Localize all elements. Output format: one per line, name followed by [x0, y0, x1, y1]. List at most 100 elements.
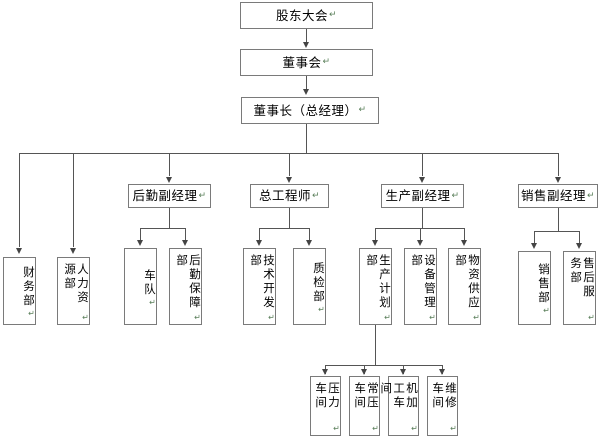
node-material-supply-dept[interactable]: 物资供应部 ↵ [448, 248, 481, 325]
connector-bus-to-chief-engineer [289, 153, 290, 176]
sales-sub-bus [534, 231, 579, 232]
pilcrow-icon: ↵ [587, 312, 596, 325]
node-label: 董事会 [282, 54, 322, 70]
pilcrow-icon: ↵ [198, 190, 207, 201]
node-pressure-workshop[interactable]: 压力车间↵ [310, 376, 341, 436]
node-label: 设备管理部 [410, 254, 437, 310]
engineer-sub-bus [259, 228, 310, 229]
connector-logistics-stem [169, 208, 170, 228]
pilcrow-icon: ↵ [332, 423, 341, 436]
node-after-sales-service-dept[interactable]: 售后服务部 ↵ [563, 251, 596, 325]
pilcrow-icon: ↵ [542, 306, 551, 318]
arrow-head-icon [306, 240, 312, 246]
node-logistics-deputy-manager[interactable]: 后勤副经理↵ [128, 184, 211, 208]
arrow-head-icon [303, 89, 309, 95]
node-normal-pressure-workshop[interactable]: 常压车间↵ [349, 376, 380, 436]
node-chief-engineer[interactable]: 总工程师↵ [250, 184, 329, 208]
connector-engineer-to-tech [259, 228, 260, 240]
arrow-head-icon [400, 369, 406, 375]
node-label: 后勤保障部 [175, 254, 202, 310]
pilcrow-icon: ↵ [371, 423, 380, 436]
connector-logistics-to-support [185, 228, 186, 240]
pilcrow-icon: ↵ [193, 312, 202, 325]
arrow-head-icon [417, 240, 423, 246]
pilcrow-icon: ↵ [410, 423, 419, 436]
node-label: 销售副经理 [520, 188, 586, 203]
node-production-planning-dept[interactable]: 生产计划部 ↵ [359, 248, 392, 325]
node-finance-dept[interactable]: 财务部↵ [3, 257, 36, 325]
pilcrow-icon: ↵ [317, 304, 326, 317]
node-tech-development-dept[interactable]: 技术开发部 ↵ [243, 248, 276, 325]
connector-bus-to-sales-manager [558, 153, 559, 176]
node-label: 后勤副经理 [132, 188, 198, 203]
connector-production-to-material [464, 228, 465, 240]
pilcrow-icon: ↵ [27, 309, 36, 321]
arrow-head-icon [419, 177, 425, 183]
node-label: 售后服务部 [569, 257, 596, 299]
pilcrow-icon: ↵ [586, 190, 596, 201]
arrow-head-icon [256, 240, 262, 246]
pilcrow-icon: ↵ [328, 10, 338, 21]
connector-bus-to-finance [19, 153, 20, 247]
node-label: 机加工车间 [379, 382, 419, 410]
arrow-head-icon [576, 243, 582, 249]
arrow-head-icon [303, 42, 309, 48]
node-label: 生产计划部 [365, 254, 392, 310]
logistics-sub-bus [140, 228, 186, 229]
node-hr-dept[interactable]: 人力资源部↵ [57, 257, 90, 325]
arrow-head-icon [16, 248, 22, 254]
pilcrow-icon: ↵ [428, 312, 437, 325]
node-board-of-directors[interactable]: 董事会↵ [240, 49, 373, 76]
node-label: 维修车间 [431, 382, 458, 410]
connector-sales-to-after-sales [579, 231, 580, 243]
connector-production-stem [422, 208, 423, 228]
arrow-head-icon [555, 177, 561, 183]
connector-production-to-equipment [420, 228, 421, 240]
connector-bus-to-logistics-manager [169, 153, 170, 176]
connector-logistics-to-fleet [140, 228, 141, 240]
node-label: 物资供应部 [454, 254, 481, 310]
connector-bus-to-hr [73, 153, 74, 247]
node-sales-dept[interactable]: 销售部↵ [518, 251, 551, 325]
node-label: 技术开发部 [249, 254, 276, 310]
node-sales-deputy-manager[interactable]: 销售副经理↵ [518, 184, 598, 208]
node-label: 质检部 [312, 261, 326, 304]
node-machining-workshop[interactable]: 机加工车间 ↵ [379, 376, 419, 436]
node-logistics-support-dept[interactable]: 后勤保障部 ↵ [169, 248, 202, 325]
arrow-head-icon [70, 248, 76, 254]
node-label: 总工程师 [258, 188, 311, 203]
node-label: 人力资源部 [63, 263, 90, 305]
node-chairman-general-manager[interactable]: 董事长（总经理）↵ [241, 97, 379, 124]
connector-chairman-to-bus [306, 124, 307, 153]
arrow-head-icon [286, 177, 292, 183]
connector-production-to-planning [375, 228, 376, 240]
arrow-head-icon [182, 240, 188, 246]
arrow-head-icon [322, 369, 328, 375]
node-production-deputy-manager[interactable]: 生产副经理↵ [381, 184, 464, 208]
pilcrow-icon: ↵ [472, 312, 481, 325]
node-label: 车队 [143, 268, 157, 297]
connector-board-to-chairman [306, 76, 307, 90]
node-equipment-management-dept[interactable]: 设备管理部 ↵ [404, 248, 437, 325]
pilcrow-icon: ↵ [383, 312, 392, 325]
pilcrow-icon: ↵ [267, 312, 276, 325]
workshop-bus [325, 365, 443, 366]
connector-bus-to-production-manager [422, 153, 423, 176]
pilcrow-icon: ↵ [451, 190, 460, 201]
arrow-head-icon [531, 243, 537, 249]
node-quality-inspection-dept[interactable]: 质检部↵ [293, 248, 326, 325]
node-label: 销售部 [537, 263, 551, 306]
node-label: 生产副经理 [385, 188, 451, 203]
arrow-head-icon [166, 177, 172, 183]
connector-engineer-stem [289, 208, 290, 228]
connector-engineer-to-quality [309, 228, 310, 240]
pilcrow-icon: ↵ [358, 105, 367, 116]
node-label: 股东大会 [275, 7, 328, 23]
connector-shareholders-to-board [306, 29, 307, 43]
node-fleet-team[interactable]: 车队↵ [124, 248, 157, 325]
node-shareholders-meeting[interactable]: 股东大会↵ [240, 2, 373, 29]
node-maintenance-workshop[interactable]: 维修车间↵ [427, 376, 458, 436]
pilcrow-icon: ↵ [311, 190, 321, 201]
connector-planning-stem [375, 325, 376, 365]
